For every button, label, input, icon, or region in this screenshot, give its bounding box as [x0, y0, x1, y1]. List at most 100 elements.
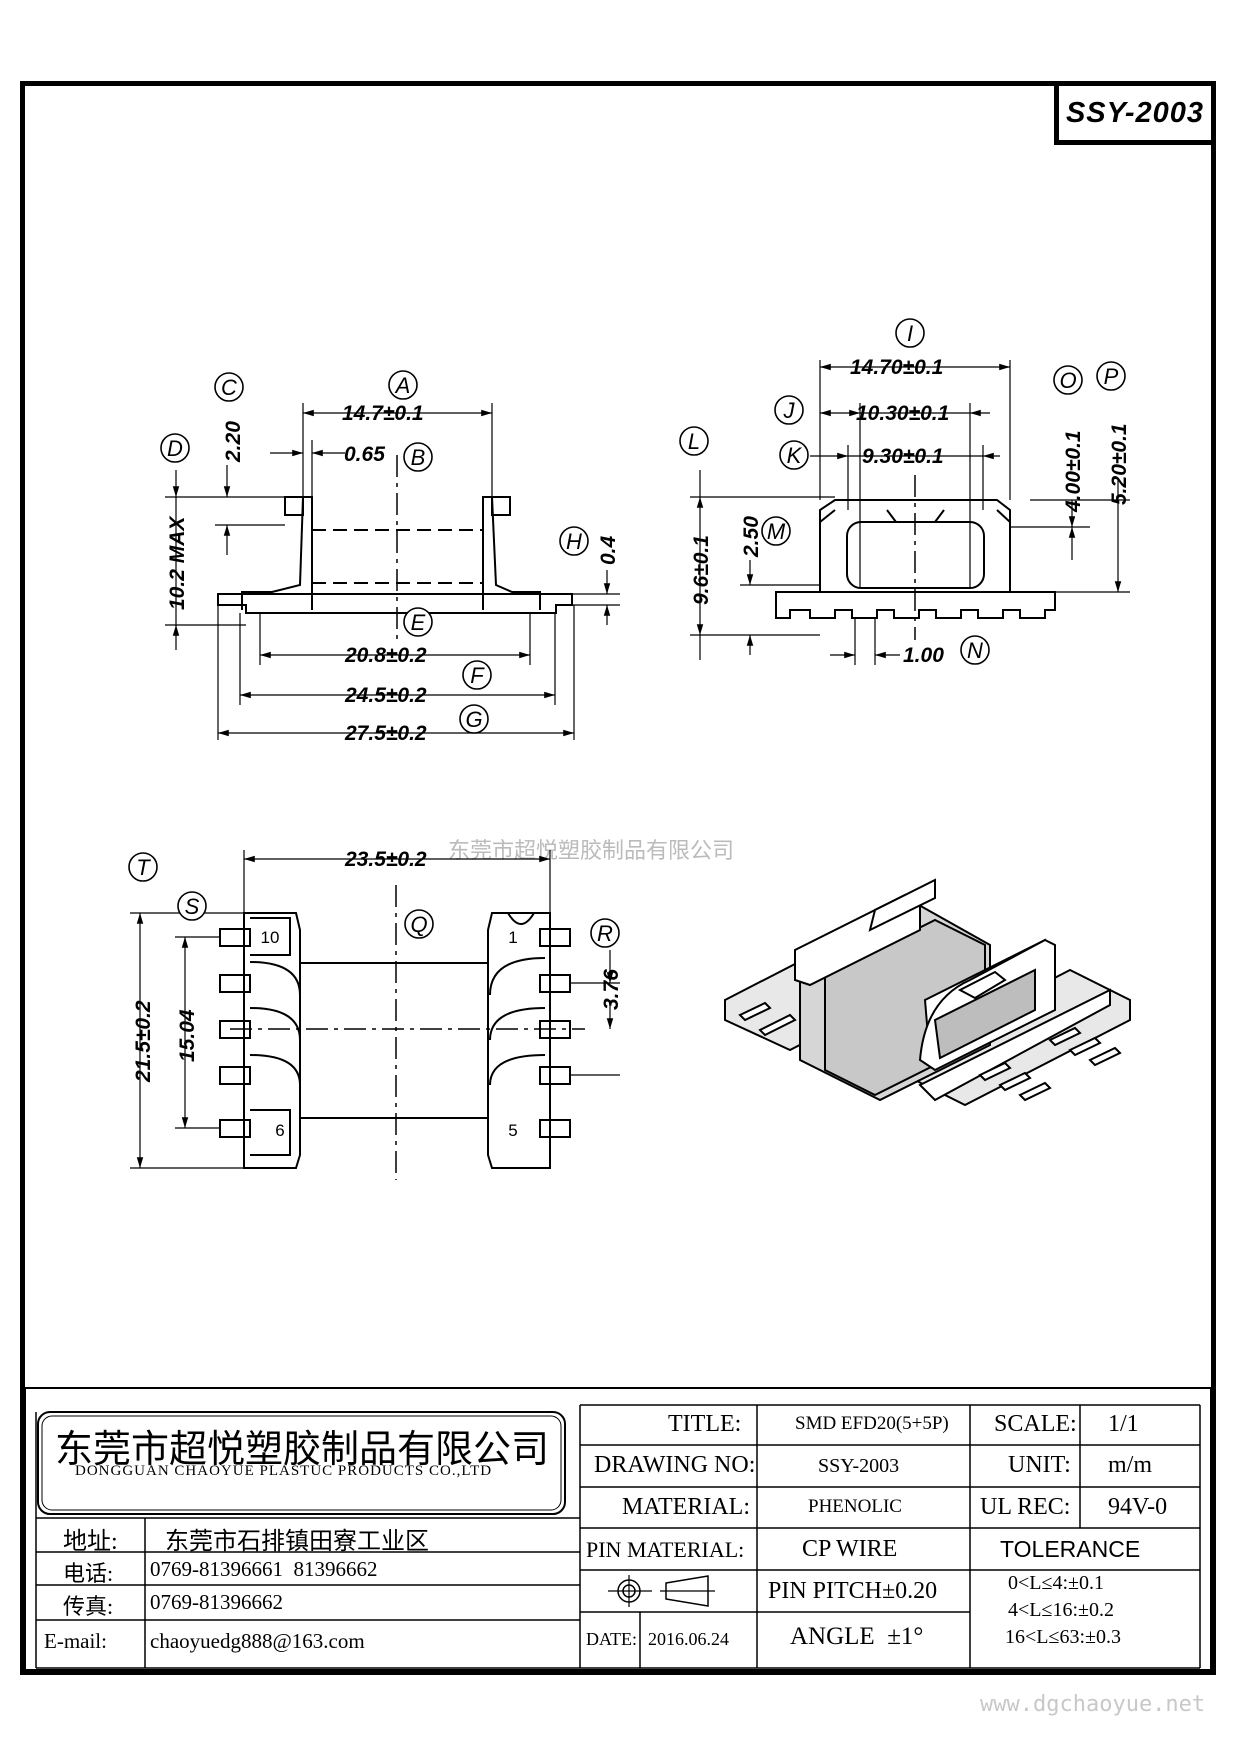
address-label: 地址: [63, 1529, 118, 1555]
title-value: SMD EFD20(5+5P) [795, 1413, 949, 1434]
callout-circle-s [177, 891, 207, 921]
scale-label: SCALE: [994, 1411, 1077, 1437]
callout-circle-k [779, 440, 809, 470]
callout-letter-j: J [783, 398, 796, 423]
fax-label: 传真: [63, 1594, 114, 1619]
callout-letter-r: R [597, 921, 613, 946]
email-label: E-mail: [44, 1629, 107, 1653]
dim-h: 0.4 [597, 535, 620, 565]
callout-circle-l [679, 426, 709, 456]
callout-circle-r [590, 918, 620, 948]
material-label: MATERIAL: [622, 1494, 750, 1520]
drawing-no-label: DRAWING NO: [594, 1452, 756, 1478]
tolerance-3: 16<L≤63:±0.3 [1005, 1626, 1122, 1648]
callout-letter-a: A [394, 373, 411, 398]
dim-b: 0.65 [344, 443, 385, 466]
tolerance-2: 4<L≤16:±0.2 [1008, 1599, 1115, 1621]
dim-a: 14.7±0.1 [342, 402, 424, 425]
company-name-en: DONGGUAN CHAOYUE PLASTUC PRODUCTS CO.,LT… [75, 1463, 493, 1479]
bottom-view-dimensions: 23.5±0.2 21.5±0.2 15.04 3.76 10 6 1 5 [132, 848, 623, 1140]
callout-letter-m: M [767, 519, 786, 544]
title-label: TITLE: [668, 1411, 742, 1437]
ul-label: UL REC: [980, 1494, 1071, 1520]
callout-circle-m [761, 516, 791, 546]
callout-circle-a [388, 370, 418, 400]
dim-s: 15.04 [176, 1009, 199, 1062]
side-view [690, 360, 1130, 665]
callout-letter-q: Q [410, 912, 427, 937]
callout-circle-i [895, 318, 925, 348]
callout-circle-g [459, 704, 489, 734]
callout-letter-h: H [566, 529, 582, 554]
pin-material-label: PIN MATERIAL: [586, 1537, 745, 1562]
address-value: 东莞市石排镇田寮工业区 [165, 1529, 429, 1555]
callout-circle-e [403, 607, 433, 637]
callout-circle-o [1053, 365, 1083, 395]
callout-letter-s: S [185, 894, 200, 919]
dim-d: 10.2 MAX [166, 515, 189, 610]
company-name-cn: 东莞市超悦塑胶制品有限公司 [55, 1429, 550, 1471]
callout-letter-f: F [470, 663, 485, 688]
phone-label: 电话: [63, 1561, 114, 1586]
callout-circle-d [160, 433, 190, 463]
callout-circle-h [559, 526, 589, 556]
bottom-view [130, 850, 620, 1180]
dim-t: 21.5±0.2 [132, 1000, 155, 1083]
pin-pitch: PIN PITCH±0.20 [768, 1578, 938, 1604]
date-value: 2016.06.24 [648, 1629, 729, 1649]
callout-circle-p [1096, 361, 1126, 391]
dim-i: 14.70±0.1 [850, 356, 943, 379]
dim-l: 9.6±0.1 [690, 535, 713, 605]
pin-material-value: CP WIRE [802, 1536, 898, 1562]
dim-g: 27.5±0.2 [344, 722, 427, 745]
callout-letter-d: D [167, 436, 183, 461]
material-value: PHENOLIC [808, 1496, 902, 1517]
phone-value: 0769-81396661 81396662 [150, 1557, 378, 1581]
dim-p: 5.20±0.1 [1108, 423, 1131, 505]
dim-k: 9.30±0.1 [862, 445, 944, 468]
date-label: DATE: [586, 1629, 637, 1649]
dim-c: 2.20 [222, 421, 245, 463]
pin-label-6: 6 [275, 1121, 284, 1140]
dim-q: 23.5±0.2 [344, 848, 427, 871]
callout-letter-e: E [411, 610, 426, 635]
drawing-no-value: SSY-2003 [818, 1455, 900, 1477]
callout-circle-t [128, 852, 158, 882]
callout-circle-b [403, 442, 433, 472]
pin-label-1: 1 [508, 928, 517, 947]
dim-o: 4.00±0.1 [1062, 430, 1085, 513]
isometric-view [724, 878, 1131, 1107]
callout-letter-t: T [136, 855, 151, 880]
scale-value: 1/1 [1108, 1411, 1139, 1437]
dim-r: 3.76 [600, 969, 623, 1010]
unit-label: UNIT: [1008, 1452, 1071, 1478]
callout-letter-o: O [1059, 368, 1076, 393]
callout-letter-c: C [221, 375, 237, 400]
ul-value: 94V-0 [1108, 1494, 1168, 1520]
callout-letter-p: P [1104, 364, 1119, 389]
tolerance-label: TOLERANCE [1000, 1536, 1141, 1562]
callout-letter-i: I [907, 321, 913, 346]
side-view-dimensions: 14.70±0.1 10.30±0.1 9.30±0.1 9.6±0.1 2.5… [690, 356, 1131, 667]
callout-circle-q [404, 909, 434, 939]
drawing-frame [20, 81, 1216, 1675]
callout-letter-k: K [787, 443, 803, 468]
angle: ANGLE ±1° [790, 1623, 924, 1650]
front-view-dimensions: 14.7±0.1 0.65 2.20 10.2 MAX 20.8±0.2 24.… [166, 402, 620, 745]
fax-value: 0769-81396662 [150, 1590, 283, 1614]
unit-value: m/m [1108, 1452, 1153, 1478]
pin-label-5: 5 [508, 1121, 517, 1140]
email-value: chaoyuedg888@163.com [150, 1629, 365, 1653]
callout-circle-j [774, 395, 804, 425]
callout-letter-b: B [411, 445, 426, 470]
callout-letter-g: G [465, 707, 482, 732]
callout-circle-f [462, 660, 492, 690]
callout-letter-l: L [688, 429, 700, 454]
callout-circle-n [960, 635, 990, 665]
dim-n: 1.00 [903, 644, 944, 667]
dim-e: 20.8±0.2 [344, 644, 427, 667]
dim-j: 10.30±0.1 [856, 402, 949, 425]
front-view [165, 403, 620, 740]
